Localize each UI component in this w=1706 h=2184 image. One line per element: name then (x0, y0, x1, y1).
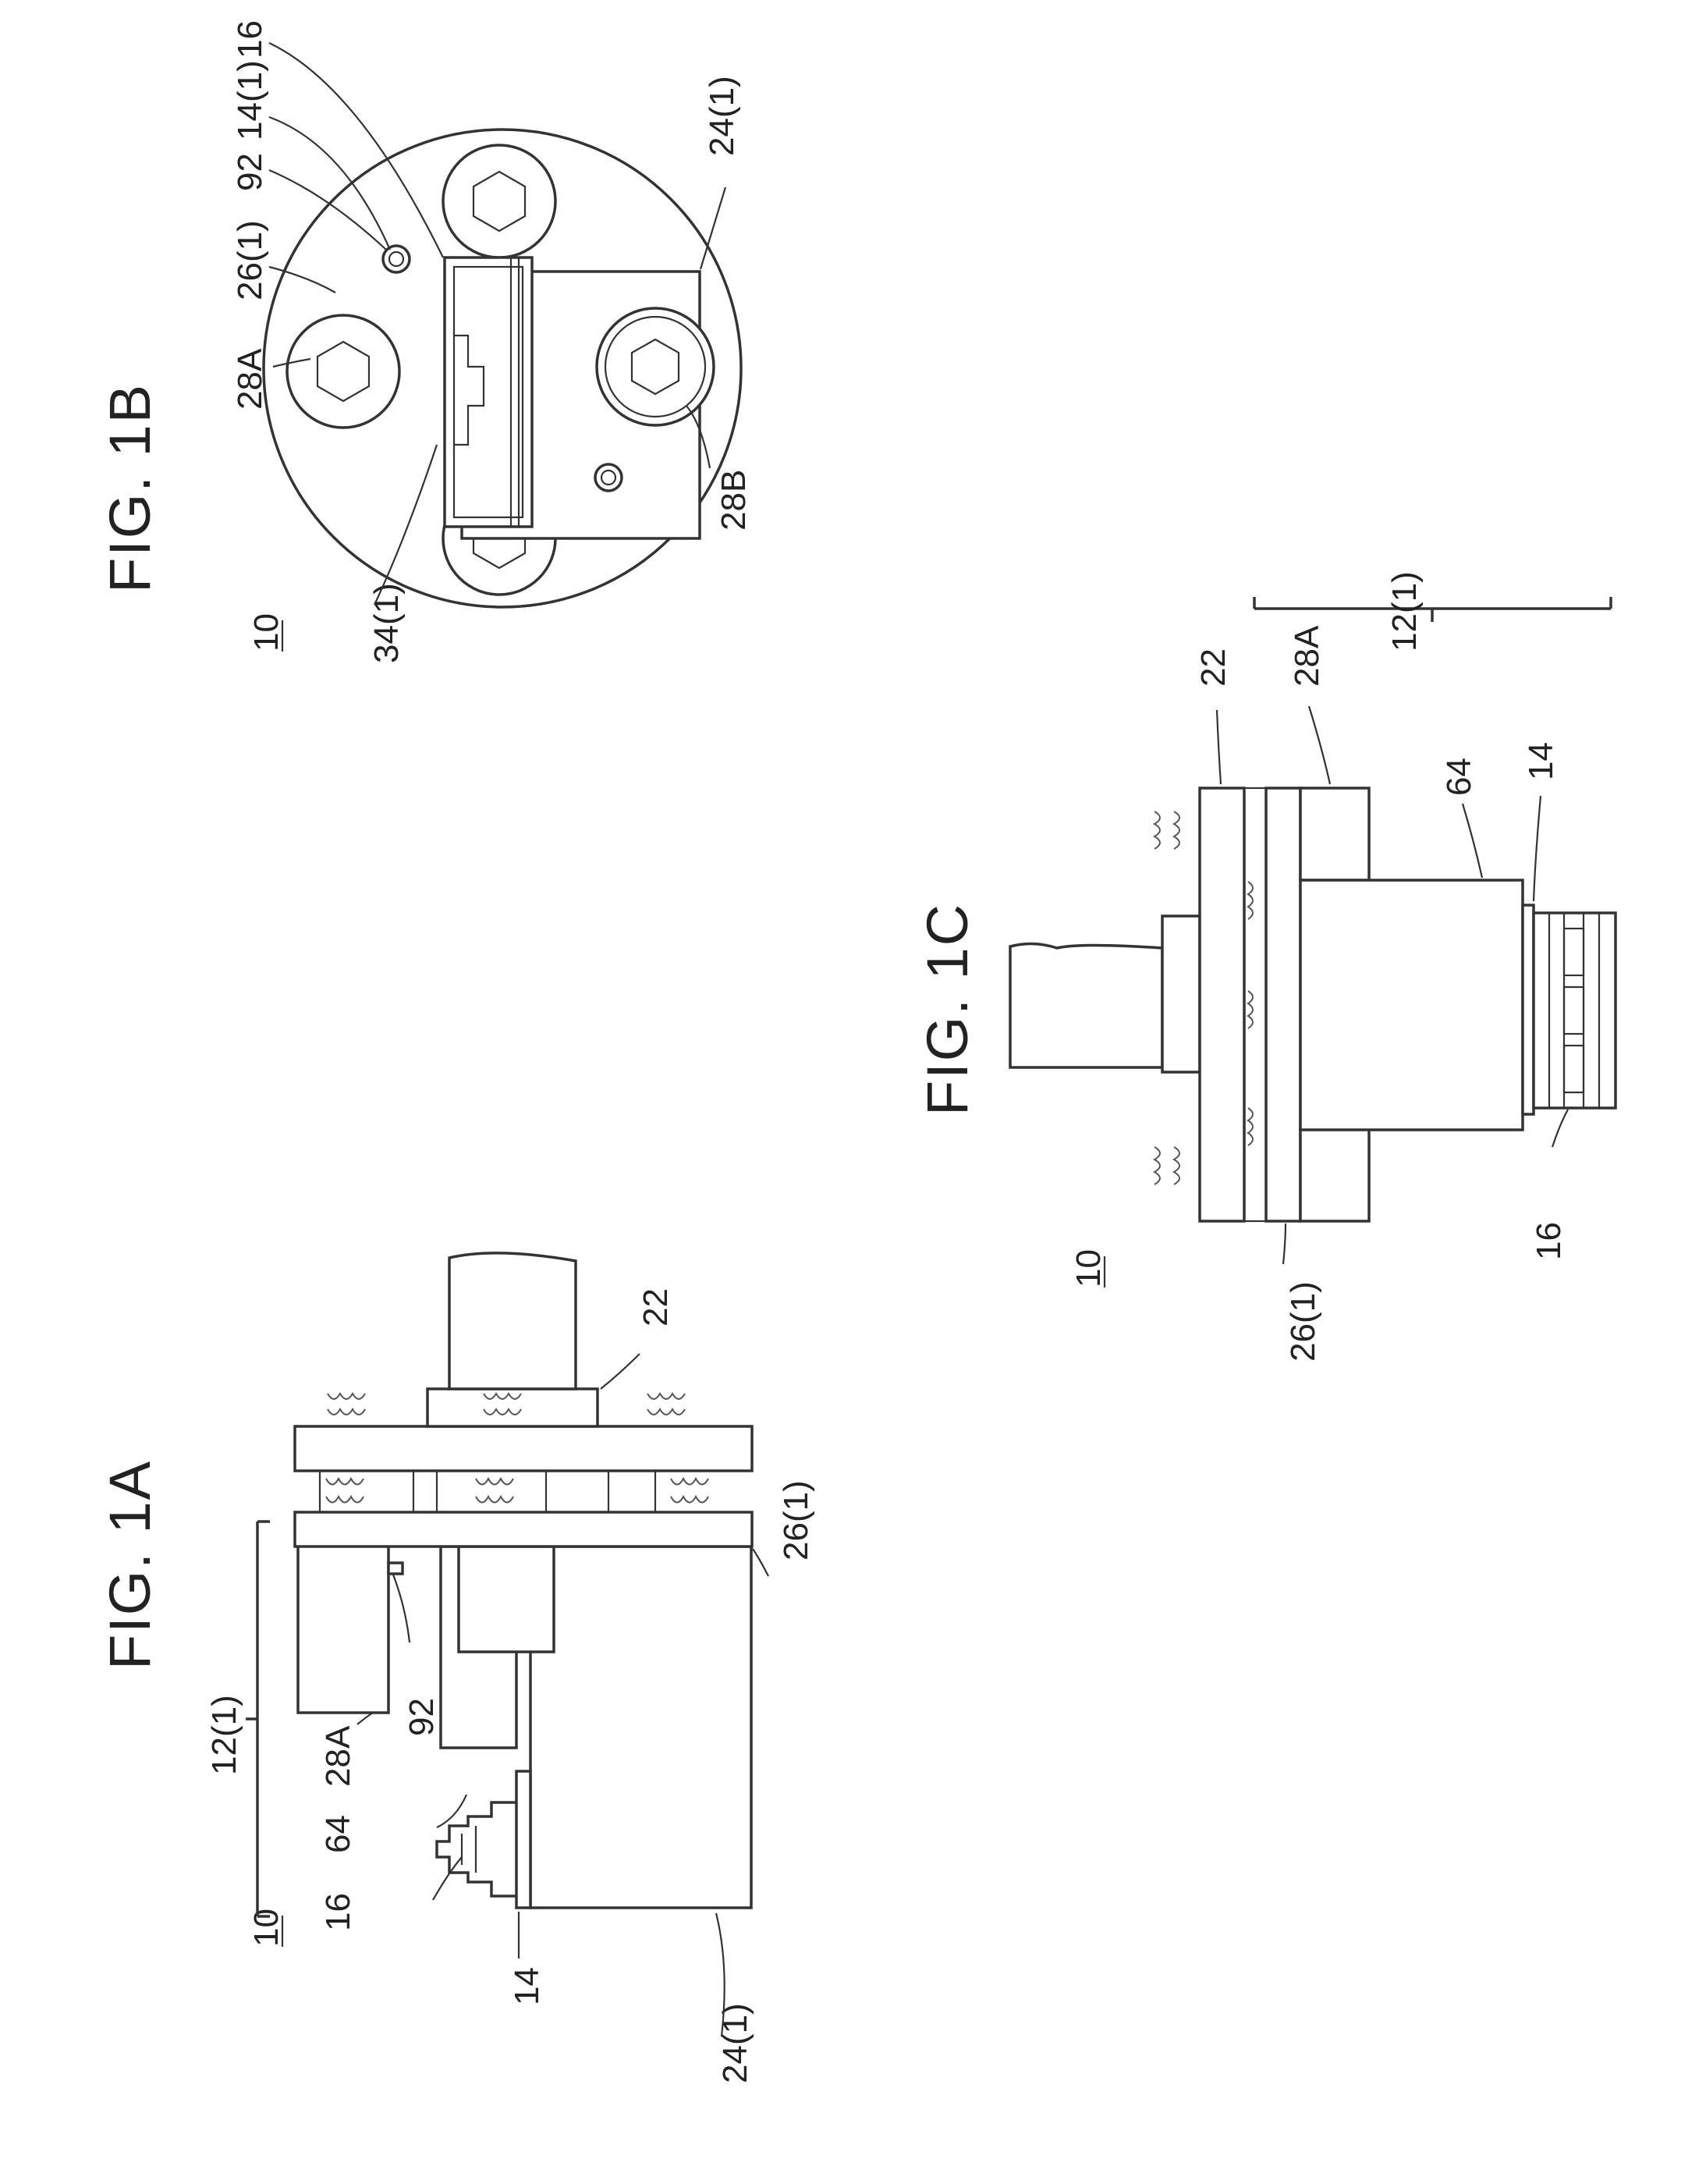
fig-1c-connector-16 (1534, 913, 1616, 1108)
fig-1b-bolt-28a (287, 315, 399, 428)
fig-1c-housing-64 (1300, 880, 1523, 1130)
fig-1a-label-92: 92 (403, 1698, 441, 1736)
fig-1a-title: FIG. 1A (98, 1460, 162, 1670)
fig-1b-label-28b: 28B (715, 470, 753, 531)
fig-1a-pin-92 (388, 1563, 403, 1574)
fig-1c-threaded-gap (1244, 788, 1266, 1221)
fig-1a-hub (427, 1389, 598, 1426)
fig-1b-label-92: 92 (231, 153, 269, 191)
fig-1a-plate-22 (295, 1426, 752, 1471)
fig-1b-bolt-top (443, 145, 555, 257)
fig-1a-label-16: 16 (319, 1893, 357, 1931)
fig-1b-title: FIG. 1B (98, 383, 162, 593)
fig-1a-label-24: 24(1) (716, 2003, 754, 2083)
fig-1c: FIG. 1C 10 (915, 571, 1616, 1362)
fig-1a-plate-14 (516, 1771, 530, 1908)
fig-1a-label-28a: 28A (319, 1725, 357, 1787)
fig-1c-plate-22 (1200, 788, 1244, 1221)
fig-1c-plate-26 (1266, 788, 1300, 1221)
fig-1b-label-28a: 28A (231, 348, 269, 410)
fig-1b-label-16: 16 (231, 20, 269, 59)
fig-1c-block-28a (1300, 788, 1369, 880)
fig-1b-ref-10: 10 (247, 613, 286, 652)
fig-1c-label-26: 26(1) (1284, 1281, 1322, 1362)
fig-1c-label-16: 16 (1530, 1222, 1568, 1260)
fig-1a-body-24 (530, 1547, 751, 1908)
fig-1c-plate-14 (1523, 905, 1534, 1114)
fig-1a-label-14: 14 (508, 1967, 546, 2005)
fig-1b-label-26: 26(1) (231, 220, 269, 300)
fig-1b-pin-92 (383, 246, 410, 272)
fig-1a-label-26: 26(1) (777, 1480, 815, 1561)
fig-1a-block-right (459, 1547, 554, 1652)
fig-1b: FIG. 1B 10 (98, 20, 753, 663)
fig-1c-label-64: 64 (1440, 758, 1478, 796)
fig-1a-shaft (449, 1253, 576, 1389)
fig-1c-bracket-12 (1254, 597, 1611, 622)
fig-1b-label-14: 14(1) (231, 60, 269, 140)
fig-1b-label-34: 34(1) (367, 583, 406, 663)
fig-1b-bolt-28b (597, 308, 714, 425)
fig-1c-block-lower (1300, 1129, 1369, 1221)
fig-1a-ref-10: 10 (247, 1909, 286, 1947)
fig-1a-label-22: 22 (637, 1288, 675, 1326)
fig-1b-label-24: 24(1) (703, 76, 741, 156)
fig-1a-threaded-gap (320, 1471, 708, 1512)
fig-1c-hub (1162, 916, 1200, 1072)
fig-1c-title: FIG. 1C (915, 903, 980, 1116)
fig-1b-pin-lower (595, 464, 622, 491)
fig-1a-bracket-12 (246, 1522, 270, 1916)
fig-1a-label-12: 12(1) (205, 1695, 243, 1775)
fig-1c-label-12: 12(1) (1385, 571, 1424, 652)
fig-1c-label-28a: 28A (1288, 625, 1326, 687)
fig-1a-label-64: 64 (319, 1815, 357, 1853)
fig-1c-label-22: 22 (1194, 648, 1233, 687)
fig-1a-plate-26 (295, 1512, 752, 1547)
fig-1c-shaft (1010, 943, 1162, 1067)
fig-1a: FIG. 1A 10 (98, 1253, 815, 2083)
fig-1c-ref-10: 10 (1069, 1249, 1108, 1287)
fig-1a-block-28a (298, 1545, 388, 1713)
fig-1c-label-14: 14 (1522, 742, 1560, 780)
